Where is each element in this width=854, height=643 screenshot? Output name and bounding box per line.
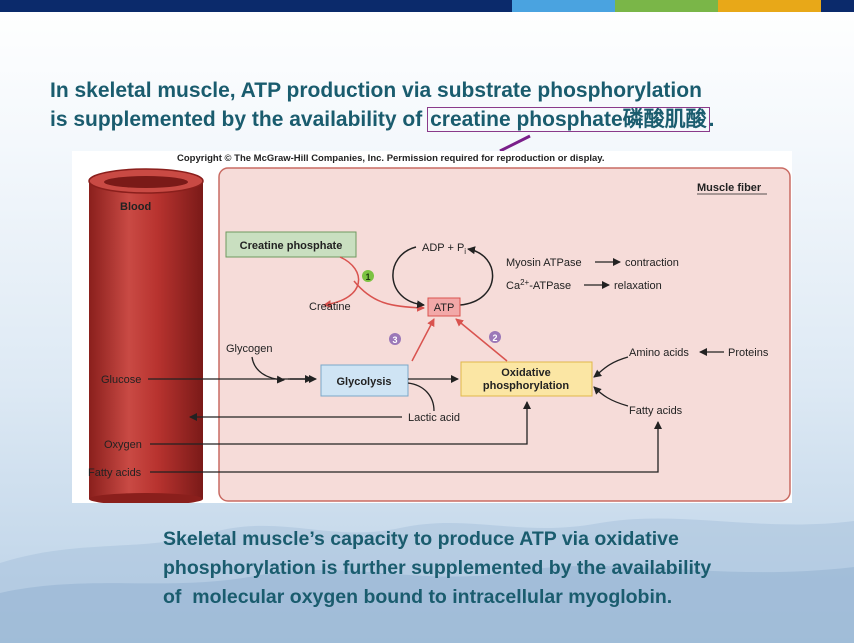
fatty-acids-blood-arrow [150,421,662,473]
slide-title: In skeletal muscle, ATP production via s… [50,76,840,134]
amino-to-oxidative-arrow [593,356,629,378]
adp-subscript: i [464,247,466,256]
amino-acids-label: Amino acids [629,347,689,359]
myosin-atpase-label: Myosin ATPase [506,257,582,269]
proteins-label: Proteins [728,347,769,359]
badge-3-number: 3 [392,335,397,345]
footer-line-1: Skeletal muscle’s capacity to produce AT… [163,528,679,550]
ca-atpase-label: Ca2+-ATPase [506,278,571,292]
muscle-fiber-label: Muscle fiber [697,182,762,194]
bar-segment-gold [718,0,821,12]
adp-to-atp-curve [392,246,425,309]
bar-segment-green [615,0,718,12]
creatine-phosphate-label: Creatine phosphate [240,240,343,252]
glycolysis-box [320,364,409,397]
mountain-background [0,518,854,643]
top-color-bar [0,0,854,12]
atp-label: ATP [434,302,455,314]
creatine-arrow [323,256,360,308]
oxygen-arrow [150,401,531,445]
oxygen-label: Oxygen [104,439,142,451]
badge-3 [389,333,401,345]
bar-segment-navy-end [821,0,854,12]
atp-box [427,297,461,317]
fatty-acids-cell-label: Fatty acids [629,405,683,417]
glycolysis-label: Glycolysis [336,376,391,388]
creatine-phosphate-highlight: creatine phosphate磷酸肌酸 [427,107,710,132]
oxidative-label-line-2: phosphorylation [483,380,569,392]
title-line-2-prefix: is supplemented by the availability of [50,108,429,131]
badge-2 [489,331,501,343]
oxidative-label-line-1: Oxidative [501,367,551,379]
slide-footer-text: Skeletal muscle’s capacity to produce AT… [163,525,853,612]
contraction-label: contraction [625,257,679,269]
bar-segment-blue [512,0,615,12]
adp-label: ADP + Pi [422,242,466,256]
atp-to-adp-curve [459,246,494,306]
creatine-phosphate-box [225,231,357,258]
oxidative-phosphorylation-box [460,361,593,397]
ca-suffix-text: -ATPase [529,280,571,292]
glycogen-label: Glycogen [226,343,272,355]
lactic-acid-label: Lactic acid [408,412,460,424]
title-line-2-suffix: . [708,108,715,131]
muscle-energy-diagram: Copyright © The McGraw-Hill Companies, I… [72,151,792,503]
ca-text: Ca [506,280,521,292]
muscle-fiber-box [218,167,791,502]
glucose-label: Glucose [101,374,141,386]
glycolysis-to-atp-arrow [411,318,435,362]
relaxation-label: relaxation [614,280,662,292]
ca-superscript: 2+ [520,278,529,287]
badge-1 [362,270,374,282]
footer-line-3: of molecular oxygen bound to intracellul… [163,586,673,608]
fatty-acids-blood-label: Fatty acids [88,467,142,479]
oxidative-to-atp-arrow [455,318,508,362]
copyright-notice: Copyright © The McGraw-Hill Companies, I… [177,153,605,164]
creatine-label: Creatine [309,301,351,313]
bar-segment-navy [0,0,512,12]
title-line-2: is supplemented by the availability of c… [50,105,840,134]
badge-1-number: 1 [365,272,370,282]
fatty-to-oxidative-arrow [593,386,629,407]
title-line-1: In skeletal muscle, ATP production via s… [50,79,702,102]
blood-vessel [88,168,204,503]
glycolysis-to-lactic-arrow [407,382,435,412]
creatine-to-atp-arrow [353,280,425,312]
adp-text: ADP + P [422,242,464,254]
footer-line-2: phosphorylation is further supplemented … [163,557,712,579]
badge-2-number: 2 [492,333,497,343]
blood-label: Blood [120,201,151,213]
